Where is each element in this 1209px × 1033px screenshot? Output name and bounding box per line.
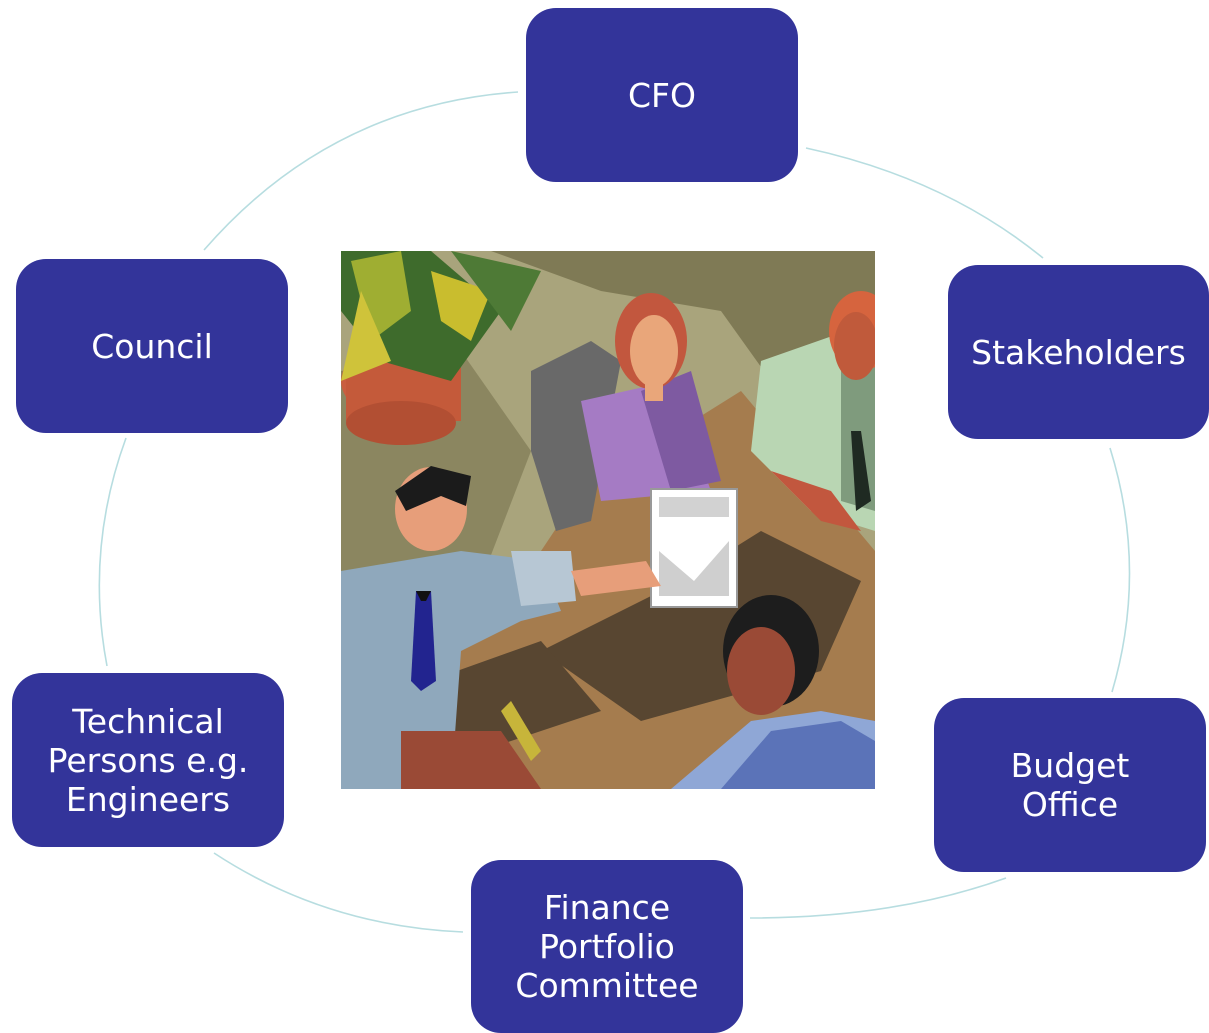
node-budget-office: Budget Office bbox=[934, 698, 1206, 872]
connector-stakeholders-budget bbox=[1109, 447, 1131, 693]
connector-finance-technical bbox=[213, 852, 464, 933]
connector-technical-council bbox=[98, 437, 127, 667]
connector-council-cfo bbox=[203, 91, 519, 251]
node-technical-persons: Technical Persons e.g. Engineers bbox=[12, 673, 284, 847]
business-meeting-clipart bbox=[341, 251, 875, 789]
connector-budget-finance bbox=[749, 877, 1007, 919]
node-cfo: CFO bbox=[526, 8, 798, 182]
node-finance-portfolio-committee: Finance Portfolio Committee bbox=[471, 860, 743, 1033]
node-stakeholders: Stakeholders bbox=[948, 265, 1209, 439]
node-council: Council bbox=[16, 259, 288, 433]
connector-cfo-stakeholders bbox=[805, 147, 1044, 259]
